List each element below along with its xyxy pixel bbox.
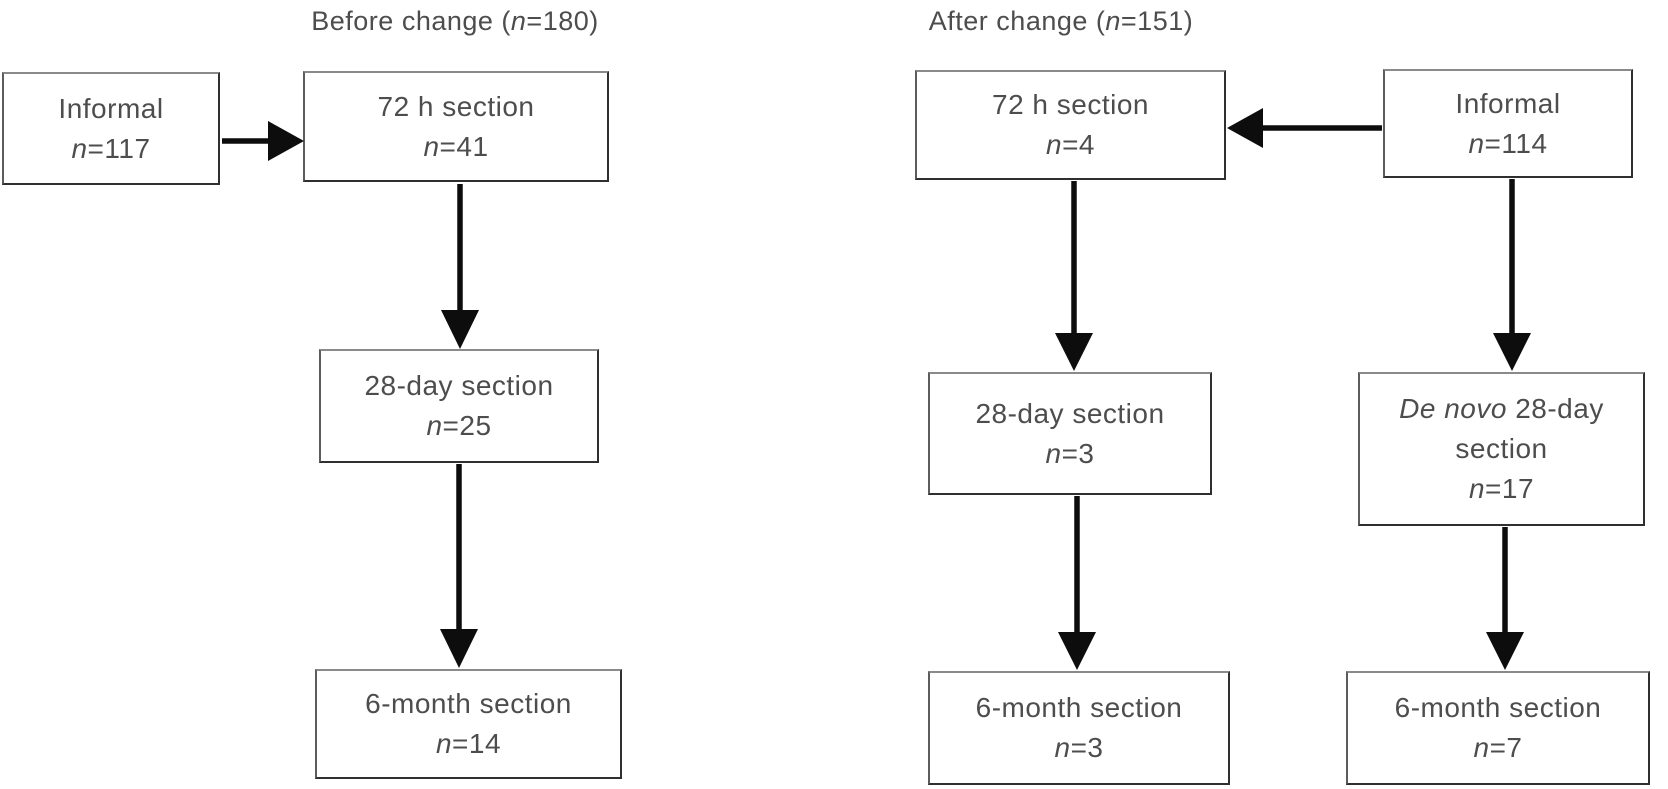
box-n-count: n=117 <box>71 129 150 169</box>
box-after-72h-section: 72 h section n=4 <box>915 70 1226 180</box>
box-label: 6-month section <box>1394 692 1602 723</box>
n-value: =114 <box>1484 127 1548 159</box>
n-symbol: n <box>1045 437 1062 469</box>
box-after-28day-section: 28-day section n=3 <box>928 372 1212 495</box>
box-label-line2: section <box>1455 433 1548 464</box>
n-symbol: n <box>1473 732 1490 763</box>
box-n-count: n=4 <box>1046 125 1095 165</box>
n-value: =3 <box>1061 437 1095 469</box>
box-label: Informal <box>1455 87 1561 119</box>
arrow-after-informal-to-72h <box>1227 108 1382 148</box>
denovo-label-rest: 28-day <box>1506 393 1604 424</box>
box-n-count: n=114 <box>1468 124 1547 164</box>
n-symbol: n <box>426 410 443 441</box>
arrow-after-72h-to-28day <box>1055 181 1093 371</box>
box-after-informal: Informal n=114 <box>1383 69 1633 178</box>
box-label: 6-month section <box>975 692 1183 723</box>
arrow-before-28day-to-6month <box>440 464 478 668</box>
box-label: 6-month section <box>365 688 572 719</box>
n-value: =7 <box>1489 732 1523 763</box>
box-label: 72 h section <box>992 89 1149 120</box>
n-value: =41 <box>439 130 489 162</box>
title-n-symbol: n <box>1105 6 1121 36</box>
title-n-value: =151) <box>1120 6 1194 36</box>
box-n-count: n=7 <box>1473 728 1522 768</box>
box-before-72h-section: 72 h section n=41 <box>303 71 609 182</box>
box-n-count: n=17 <box>1469 469 1534 509</box>
arrow-after-informal-to-denovo <box>1493 179 1531 371</box>
n-symbol: n <box>423 130 440 162</box>
box-label: 28-day section <box>364 370 554 401</box>
n-symbol: n <box>435 728 453 759</box>
after-change-title: After change (n=151) <box>891 6 1231 37</box>
arrow-before-informal-to-72h <box>222 121 304 161</box>
box-after-6month-section-from-28day: 6-month section n=3 <box>928 671 1230 785</box>
title-text: Before change ( <box>311 6 511 36</box>
title-text: After change ( <box>928 6 1106 36</box>
arrow-before-72h-to-28day <box>441 184 479 349</box>
box-label: 28-day section <box>975 397 1165 429</box>
n-value: =3 <box>1070 732 1104 763</box>
box-n-count: n=3 <box>1054 728 1103 768</box>
n-symbol: n <box>1054 732 1071 763</box>
n-value: =25 <box>442 410 492 441</box>
arrow-after-28day-to-6month <box>1058 496 1096 670</box>
box-after-6month-section-from-denovo: 6-month section n=7 <box>1346 671 1650 785</box>
box-n-count: n=25 <box>426 406 491 446</box>
box-before-6month-section: 6-month section n=14 <box>315 669 622 779</box>
n-value: =17 <box>1485 473 1535 504</box>
box-n-count: n=3 <box>1045 434 1094 474</box>
box-label: Informal <box>58 92 164 124</box>
arrow-after-denovo-to-6month <box>1486 527 1524 670</box>
n-symbol: n <box>1468 127 1485 159</box>
n-symbol: n <box>1045 129 1063 160</box>
box-n-count: n=14 <box>436 724 501 764</box>
title-n-symbol: n <box>510 6 527 36</box>
n-value: =117 <box>87 132 151 164</box>
n-value: =4 <box>1062 129 1095 160</box>
n-symbol: n <box>71 132 88 164</box>
n-value: =14 <box>452 728 502 759</box>
box-after-denovo-28day-section: De novo 28-day section n=17 <box>1358 372 1645 526</box>
box-label: 72 h section <box>377 90 535 122</box>
box-label: De novo 28-day <box>1399 389 1604 429</box>
box-before-informal: Informal n=117 <box>2 72 220 185</box>
title-n-value: =180) <box>526 6 599 36</box>
box-before-28day-section: 28-day section n=25 <box>319 349 599 463</box>
before-change-title: Before change (n=180) <box>285 6 625 37</box>
n-symbol: n <box>1468 473 1486 504</box>
box-n-count: n=41 <box>423 127 488 167</box>
denovo-italic-label: De novo <box>1399 393 1507 424</box>
